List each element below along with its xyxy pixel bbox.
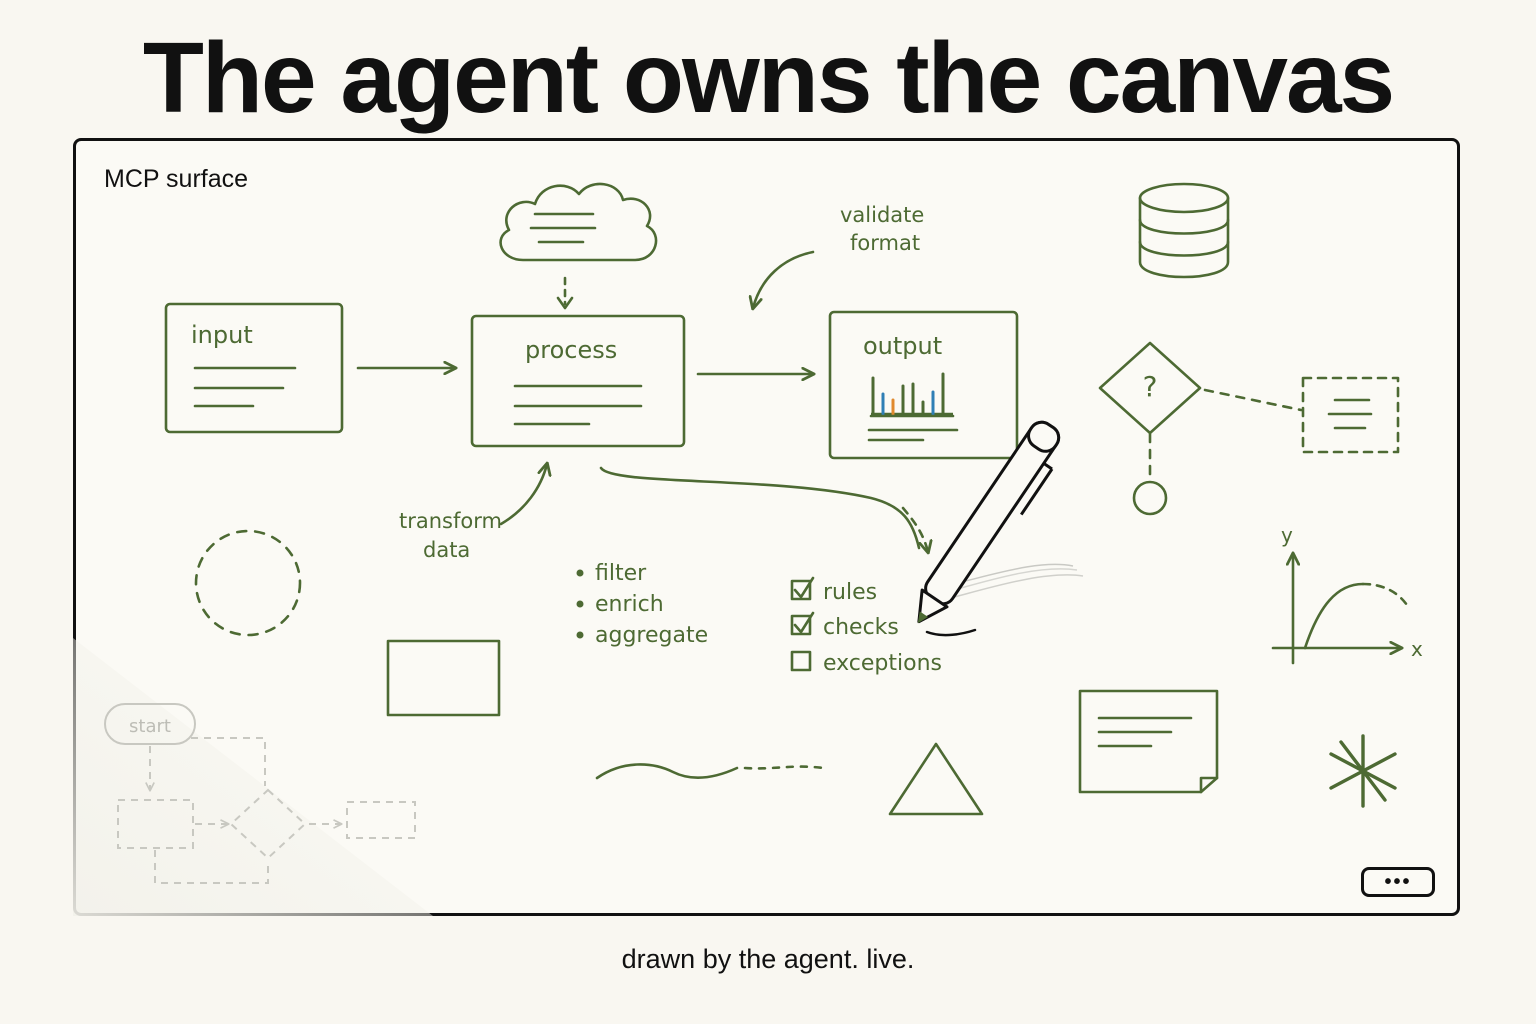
format-annotation: format [850, 231, 920, 255]
x-axis-label: x [1411, 637, 1423, 661]
page-title: The agent owns the canvas [142, 22, 1395, 134]
cloud-shape [499, 182, 658, 310]
return-curve [599, 466, 921, 550]
checklist-item: exceptions [823, 651, 942, 676]
checkbox-rules [790, 579, 812, 601]
transform-annotation: transform [399, 509, 502, 533]
transform-arrow [499, 464, 547, 526]
y-axis-label: y [1281, 523, 1293, 547]
caption: drawn by the agent. live. [621, 944, 915, 974]
more-options-button[interactable]: ••• [1361, 867, 1435, 897]
check-icon [793, 611, 815, 634]
checklist[interactable]: rules checks exceptions [790, 576, 942, 676]
ghost-shading [73, 638, 433, 916]
input-node[interactable]: input [164, 302, 344, 434]
check-icon [793, 576, 815, 599]
mcp-surface[interactable]: MCP surface ••• [73, 138, 1460, 916]
rectangle-shape [386, 639, 501, 717]
checkbox-checks [790, 614, 812, 636]
drawing-canvas[interactable]: start validate format input process [73, 138, 1460, 916]
ghost-end-node [346, 801, 416, 839]
output-mini-chart [871, 372, 953, 416]
decision-node[interactable]: ? [1098, 341, 1202, 435]
bullet-item: aggregate [595, 623, 708, 648]
bullet-item: filter [595, 561, 647, 586]
ghost-start-label: start [129, 716, 171, 737]
output-node[interactable]: output [828, 310, 1019, 460]
document-note [1078, 689, 1219, 794]
validate-annotation: validate [840, 203, 924, 227]
validate-arrow [753, 250, 815, 308]
checkbox-exceptions [790, 650, 812, 672]
terminal-circle [1132, 480, 1168, 516]
bullet-list: filter enrich aggregate [576, 561, 708, 648]
checklist-item: rules [823, 580, 877, 605]
wave-line [595, 763, 739, 780]
output-label: output [863, 332, 942, 360]
process-label: process [525, 336, 617, 364]
pen-icon [917, 420, 1084, 637]
checklist-item: checks [823, 615, 899, 640]
bullet-item: enrich [595, 592, 664, 617]
decision-label: ? [1143, 370, 1158, 403]
asterisk-icon [1329, 734, 1397, 808]
data-annotation: data [423, 538, 470, 562]
ghost-flowchart: start [104, 703, 416, 884]
database-icon [1138, 182, 1230, 279]
dashed-note [1301, 376, 1400, 454]
return-dashed-arrow [901, 506, 928, 552]
surface-label: MCP surface [104, 165, 249, 193]
wave-dashed-line [743, 765, 825, 770]
decision-dashed-link [1203, 388, 1303, 412]
ghost-start-node [104, 703, 196, 745]
input-label: input [191, 321, 253, 349]
process-node[interactable]: process [470, 314, 686, 448]
triangle-shape [888, 742, 984, 816]
ghost-process-node [117, 799, 194, 849]
axes-sketch: y x [1271, 523, 1423, 665]
dashed-circle [194, 529, 302, 637]
